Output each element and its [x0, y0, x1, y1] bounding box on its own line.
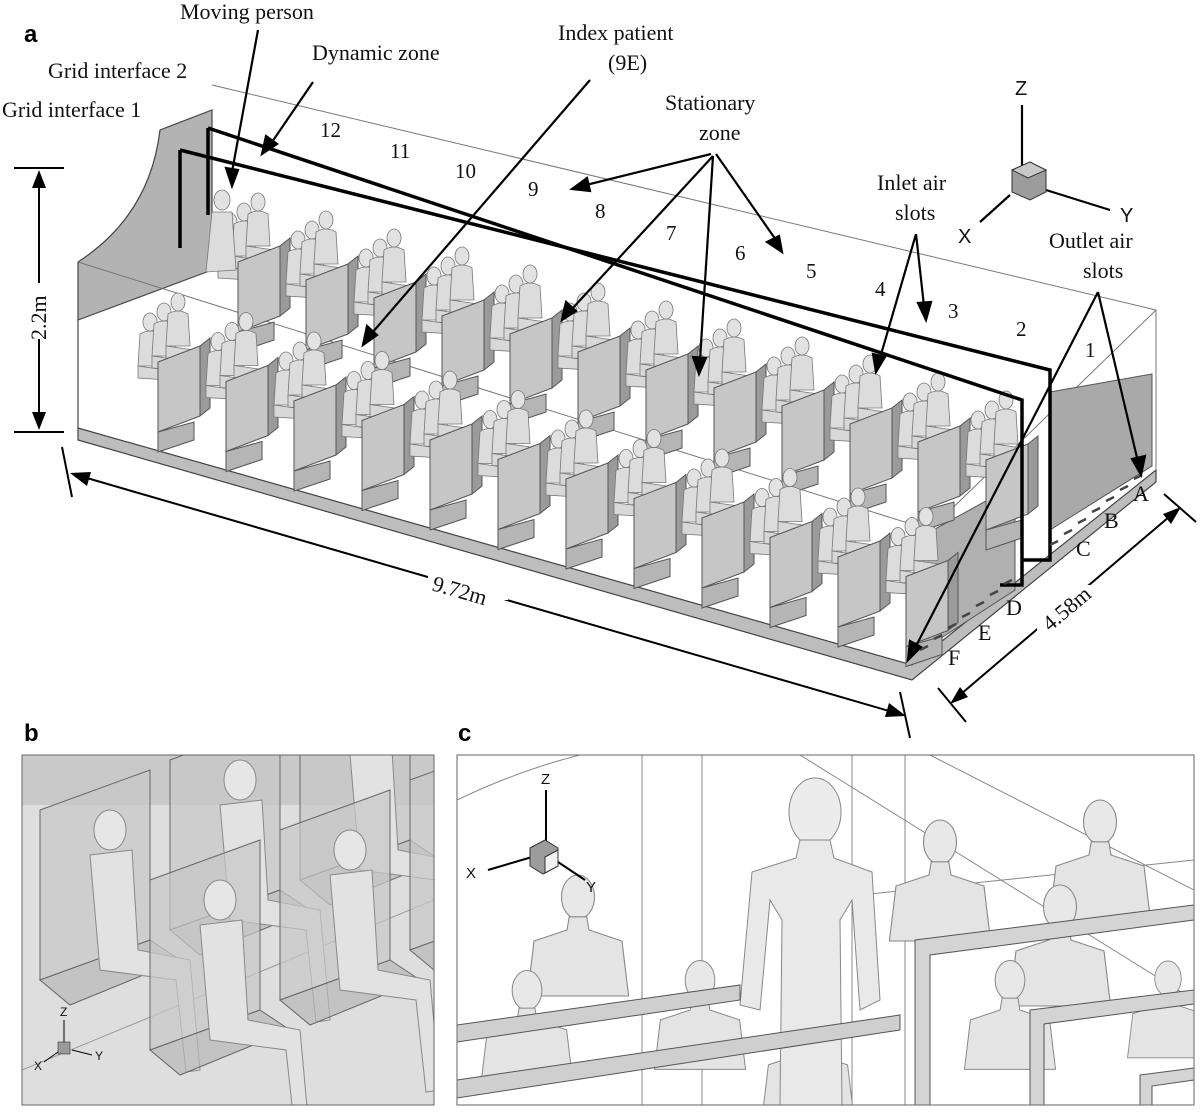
- axis-triad-c: Z X Y: [466, 771, 596, 896]
- seat-rows: [137, 189, 1039, 667]
- row-number-5: 5: [806, 259, 817, 283]
- height-label: 2.2m: [26, 295, 51, 340]
- axis-y-label-b: Y: [95, 1049, 103, 1063]
- index-patient-label: Index patient: [558, 20, 673, 45]
- stationary-zone-label: Stationary: [665, 90, 755, 115]
- outlet-slot-mark: [1063, 528, 1073, 536]
- outlet-slot-mark: [989, 589, 999, 597]
- dynamic-zone-label: Dynamic zone: [312, 40, 440, 65]
- grid-interface-2-label: Grid interface 2: [48, 58, 187, 83]
- moving-person-figure: [739, 777, 881, 1105]
- moving-person-label: Moving person: [180, 0, 314, 24]
- closeup-seat-passenger: [409, 770, 434, 971]
- row-number-9: 9: [528, 177, 539, 201]
- row-number-3: 3: [948, 299, 959, 323]
- seat-block-def: [613, 429, 687, 589]
- row-number-10: 10: [455, 159, 476, 183]
- axis-y-label: Y: [1120, 205, 1133, 227]
- inlet-air-slots-label-2: slots: [895, 200, 935, 225]
- seat-block-abc: [761, 336, 835, 497]
- seat-block-abc: [829, 354, 903, 515]
- panel-b-label: b: [24, 720, 39, 747]
- outlet-slot-mark: [933, 633, 943, 641]
- outlet-slot-mark: [1049, 539, 1059, 547]
- seat-block-abc: [625, 300, 699, 461]
- axis-triad-b: Z X Y: [34, 1005, 103, 1073]
- axis-x-label-c: X: [466, 865, 476, 882]
- row-number-7: 7: [666, 221, 677, 245]
- seat-block-abc: [489, 264, 563, 425]
- row-number-8: 8: [595, 199, 606, 223]
- outlet-slot-mark: [975, 600, 985, 608]
- inlet-air-slots-label: Inlet air: [877, 170, 947, 195]
- axis-triad-a: Z X Y: [958, 78, 1133, 248]
- seat-column-E: E: [978, 620, 991, 645]
- row-number-2: 2: [1016, 317, 1027, 341]
- axis-x-label-b: X: [34, 1059, 42, 1073]
- row-number-1: 1: [1085, 338, 1096, 362]
- seat-block-def: [137, 292, 211, 453]
- outlet-air-slots-label: Outlet air: [1049, 228, 1133, 253]
- grid-interfaces: [178, 126, 1052, 587]
- row-number-6: 6: [735, 241, 746, 265]
- index-patient-seat-label: (9E): [608, 50, 647, 75]
- outlet-air-slots-label-2: slots: [1083, 258, 1123, 283]
- width-dimension: 4.58m: [937, 493, 1197, 723]
- panel-c-closeup: Z X Y: [456, 754, 1195, 1106]
- panel-c-label: c: [458, 720, 471, 747]
- seat-column-F: F: [948, 645, 960, 670]
- axis-z-label: Z: [1015, 78, 1027, 100]
- seat-column-A: A: [1133, 481, 1149, 506]
- seat-column-D: D: [1006, 595, 1022, 620]
- row-number-4: 4: [875, 277, 886, 301]
- outlet-slot-mark: [1003, 578, 1013, 586]
- outlet-slot-mark: [961, 611, 971, 619]
- seat-block-def: [681, 448, 755, 609]
- seat-column-labels: ABC DEF: [919, 473, 1149, 670]
- seat-block-def: [817, 487, 891, 648]
- height-dimension: 2.2m: [14, 167, 64, 433]
- outlet-slot-mark: [1077, 517, 1087, 525]
- panel-b-closeup: Z X Y: [21, 754, 435, 1106]
- axis-z-label-c: Z: [541, 771, 550, 788]
- seat-block-abc: [693, 318, 767, 479]
- axis-x-label: X: [958, 226, 971, 248]
- moving-person-icon: [205, 189, 237, 273]
- row-number-11: 11: [390, 139, 410, 163]
- seat-column-C: C: [1076, 536, 1091, 561]
- axis-y-label-c: Y: [586, 879, 596, 896]
- outlet-slot-mark: [1119, 484, 1129, 492]
- seat-block-abc: [897, 372, 971, 533]
- stationary-zone-label-2: zone: [699, 120, 741, 145]
- closeup-seat-passenger: [279, 789, 434, 1093]
- panel-a-label: a: [24, 21, 38, 48]
- row-number-12: 12: [320, 118, 341, 142]
- closeup-seat-passenger: [39, 769, 201, 1073]
- axis-z-label-b: Z: [60, 1005, 67, 1019]
- outlet-slot-mark: [947, 622, 957, 630]
- outlet-slot-mark: [919, 644, 929, 652]
- grid-interface-1-label: Grid interface 1: [2, 97, 141, 122]
- seat-block-def: [545, 409, 619, 570]
- outlet-slot-mark: [1091, 506, 1101, 514]
- closeup-seat-passenger: [149, 839, 308, 1105]
- outlet-slot-mark: [1105, 495, 1115, 503]
- annotation-arrows: [224, 29, 1147, 663]
- seat-column-B: B: [1104, 508, 1119, 533]
